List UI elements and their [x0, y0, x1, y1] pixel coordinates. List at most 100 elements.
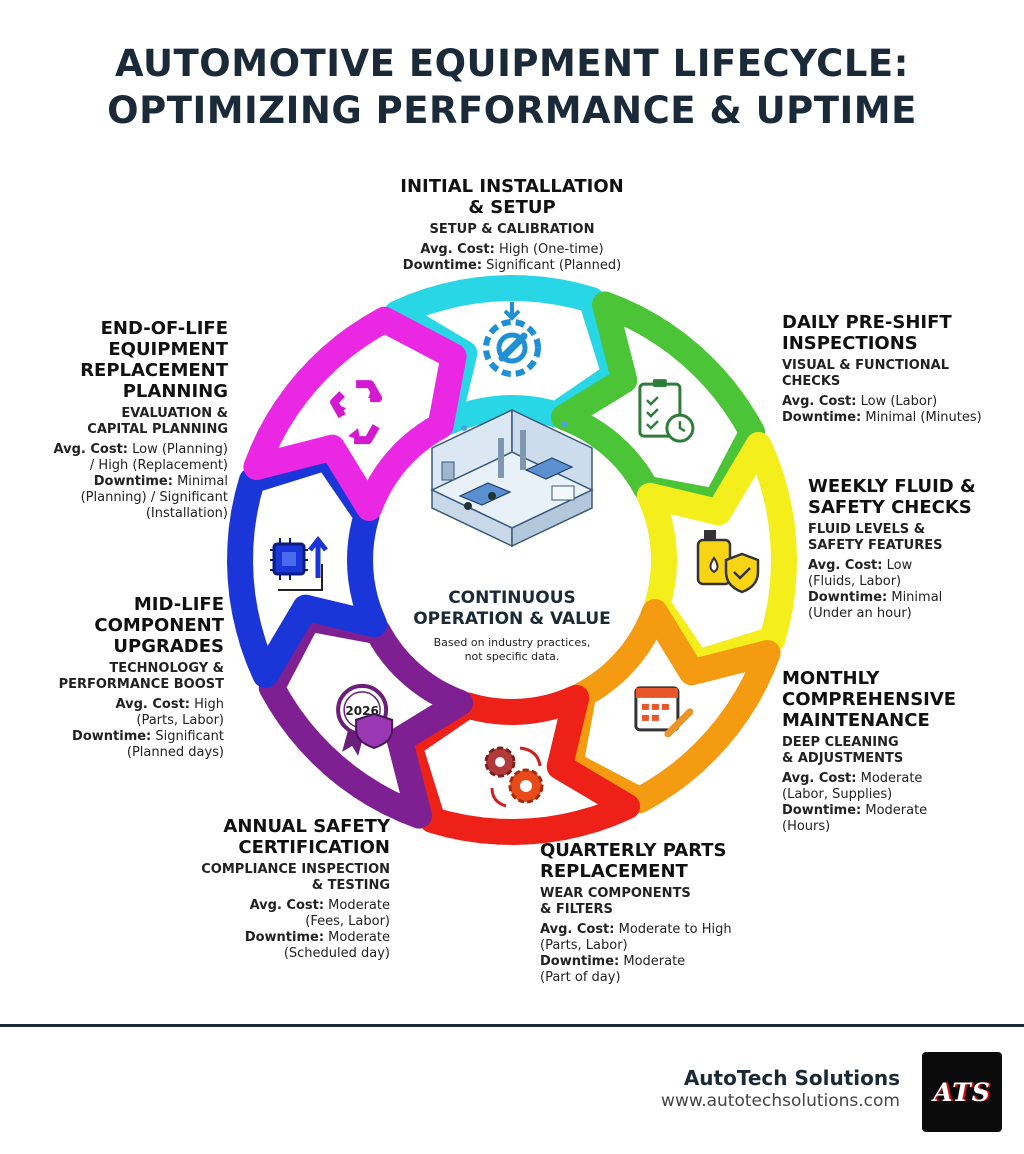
- stage-cost: Avg. Cost: Low (Planning): [40, 442, 228, 458]
- stage-cost-value: High: [189, 697, 224, 712]
- stage-subtitle-line: FLUID LEVELS &: [808, 522, 926, 537]
- stage-cost-line: (Parts, Labor): [136, 713, 224, 728]
- stage-downtime-line: (Planning) / Significant: [80, 490, 228, 505]
- stage-cost-value: Low (Planning): [127, 442, 228, 457]
- stage-title-line: REPLACEMENT: [540, 861, 688, 882]
- brand-url: www.autotechsolutions.com: [661, 1091, 900, 1111]
- stage-title-line: ANNUAL SAFETY: [223, 816, 390, 837]
- stage-downtime: Downtime: Moderate: [180, 930, 390, 946]
- stage-cost: Avg. Cost: Moderate to High: [540, 922, 780, 938]
- stage-cost: Avg. Cost: High (One-time): [362, 242, 662, 258]
- stage-title-line: WEEKLY FLUID &: [808, 476, 976, 497]
- stage-downtime-line: (Part of day): [540, 970, 621, 985]
- center-title-line-1: CONTINUOUS: [448, 588, 576, 608]
- stage-title-line: & SETUP: [468, 197, 556, 218]
- stage-title-line: SAFETY CHECKS: [808, 497, 972, 518]
- stage-downtime-label: Downtime:: [782, 803, 862, 818]
- lifecycle-wheel: 2026: [227, 275, 797, 845]
- stage-downtime-label: Downtime:: [402, 258, 483, 273]
- stage-downtime-value: Minimal: [172, 474, 228, 489]
- stage-title-line: QUARTERLY PARTS: [540, 840, 727, 861]
- chip-upgrade-icon: [270, 535, 328, 591]
- stage-cost: Avg. Cost: High: [40, 697, 224, 713]
- stage-cost: Avg. Cost: Low: [808, 558, 1018, 574]
- stage-downtime-line: (Installation): [145, 506, 228, 521]
- stage-cost-line: (Fluids, Labor): [808, 574, 902, 589]
- workshop-illustration-icon: [430, 408, 594, 548]
- stage-subtitle-line: SAFETY FEATURES: [808, 538, 943, 553]
- stage-title-line: PLANNING: [122, 381, 228, 402]
- stage-weekly: WEEKLY FLUID &SAFETY CHECKS FLUID LEVELS …: [808, 476, 1018, 622]
- stage-downtime: Downtime: Moderate: [540, 954, 780, 970]
- stage-cost-line: (Labor, Supplies): [782, 787, 893, 802]
- certificate-badge-icon: 2026: [336, 683, 394, 756]
- stage-cost-value: Low (Labor): [856, 394, 938, 409]
- stage-subtitle-line: TECHNOLOGY &: [109, 661, 224, 676]
- center-note-line-1: Based on industry practices,: [433, 636, 591, 649]
- stage-cost-label: Avg. Cost:: [808, 558, 883, 573]
- stage-subtitle-line: EVALUATION &: [121, 406, 228, 421]
- stage-title-line: CERTIFICATION: [238, 837, 390, 858]
- gear-wrench-icon: [483, 302, 541, 377]
- stage-title-line: MID-LIFE: [133, 594, 224, 615]
- title-line-1: AUTOMOTIVE EQUIPMENT LIFECYCLE:: [115, 42, 909, 85]
- stage-title-line: END-OF-LIFE: [100, 318, 228, 339]
- center-note-line-2: not specific data.: [464, 650, 560, 663]
- stage-title-line: UPGRADES: [113, 636, 224, 657]
- recycle-icon: [330, 380, 383, 445]
- title-line-2: OPTIMIZING PERFORMANCE & UPTIME: [107, 89, 917, 132]
- stage-subtitle-line: & ADJUSTMENTS: [782, 751, 904, 766]
- ats-logo: ATS: [922, 1052, 1002, 1132]
- stage-cost: Avg. Cost: Moderate: [180, 898, 390, 914]
- stage-cost-value: High (One-time): [494, 242, 604, 257]
- stage-cost-label: Avg. Cost:: [115, 697, 190, 712]
- stage-cost-value: Moderate: [856, 771, 923, 786]
- stage-downtime-value: Minimal: [887, 590, 943, 605]
- stage-downtime-line: (Under an hour): [808, 606, 912, 621]
- stage-cost-label: Avg. Cost:: [540, 922, 615, 937]
- stage-cost-label: Avg. Cost:: [782, 771, 857, 786]
- brand-block: AutoTech Solutions www.autotechsolutions…: [661, 1066, 900, 1112]
- stage-downtime-label: Downtime:: [540, 954, 620, 969]
- stage-downtime-value: Moderate: [861, 803, 928, 818]
- stage-subtitle-line: & FILTERS: [540, 902, 613, 917]
- footer-divider: [0, 1024, 1024, 1027]
- stage-downtime: Downtime: Significant (Planned): [362, 258, 662, 274]
- stage-title-line: MAINTENANCE: [782, 710, 930, 731]
- stage-downtime-line: (Scheduled day): [283, 946, 390, 961]
- stage-title-line: COMPREHENSIVE: [782, 689, 957, 710]
- svg-text:2026: 2026: [345, 704, 378, 718]
- stage-downtime-value: Moderate: [324, 930, 390, 945]
- stage-title-line: REPLACEMENT: [80, 360, 228, 381]
- stage-downtime-value: Minimal (Minutes): [861, 410, 982, 425]
- stage-downtime-line: (Planned days): [126, 745, 224, 760]
- stage-title-line: DAILY PRE-SHIFT: [782, 312, 952, 333]
- stage-cost: Avg. Cost: Low (Labor): [782, 394, 1012, 410]
- stage-downtime-value: Moderate: [619, 954, 686, 969]
- stage-downtime: Downtime: Minimal: [808, 590, 1018, 606]
- stage-title-line: COMPONENT: [94, 615, 224, 636]
- stage-downtime-label: Downtime:: [93, 474, 173, 489]
- stage-cost-value: Moderate: [324, 898, 390, 913]
- stage-downtime: Downtime: Moderate: [782, 803, 1002, 819]
- stage-subtitle-line: CAPITAL PLANNING: [87, 422, 228, 437]
- stage-downtime-label: Downtime:: [72, 729, 152, 744]
- gears-cycle-icon: [484, 746, 544, 808]
- stage-cost-label: Avg. Cost:: [249, 898, 325, 913]
- stage-subtitle-line: VISUAL & FUNCTIONAL: [782, 358, 949, 373]
- center-title-line-2: OPERATION & VALUE: [413, 609, 611, 629]
- stage-downtime-value: Significant: [151, 729, 224, 744]
- stage-subtitle-line: DEEP CLEANING: [782, 735, 899, 750]
- stage-cost-value: Low: [882, 558, 913, 573]
- center-panel: CONTINUOUS OPERATION & VALUE Based on in…: [400, 588, 624, 664]
- stage-cost-line: (Fees, Labor): [305, 914, 390, 929]
- clipboard-checklist-icon: [638, 379, 695, 443]
- stage-cost-label: Avg. Cost:: [420, 242, 495, 257]
- stage-downtime: Downtime: Significant: [40, 729, 224, 745]
